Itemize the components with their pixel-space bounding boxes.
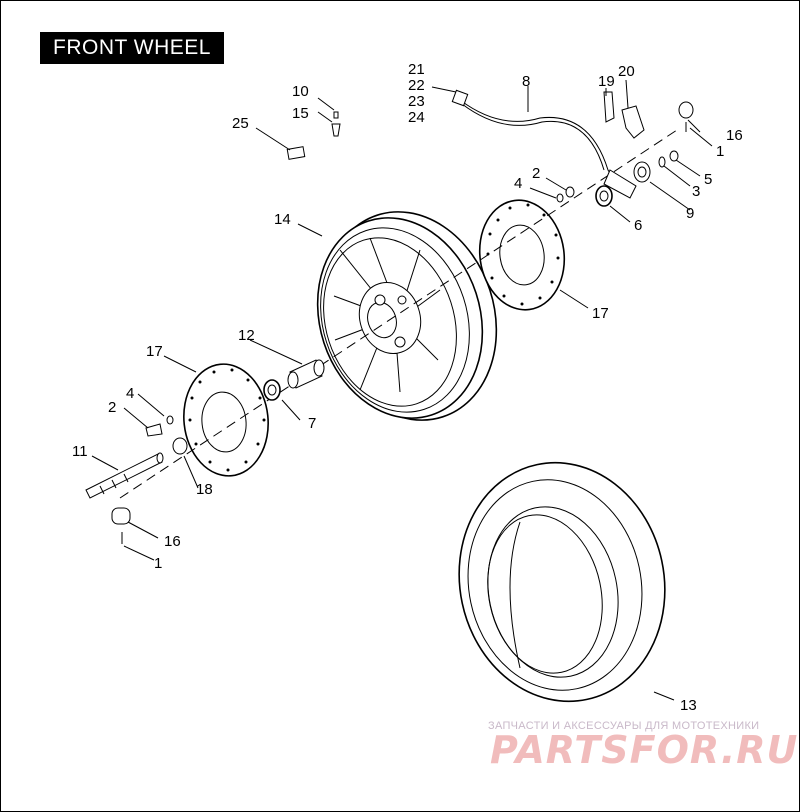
tire [458,461,666,703]
spacer [287,359,325,389]
callout-15: 15 [292,105,309,122]
diagram-title: FRONT WHEEL [40,32,224,64]
callout-7: 7 [308,415,316,432]
nut-5 [669,150,679,162]
callout-16-left: 16 [164,533,181,550]
callout-22: 22 [408,77,425,94]
callout-20: 20 [618,63,635,80]
axle [85,452,164,499]
callout-9: 9 [686,205,694,222]
callout-1-left: 1 [154,555,162,572]
callout-4-right: 4 [514,175,522,192]
callout-3: 3 [692,183,700,200]
callout-4-left: 4 [126,385,134,402]
callout-2-left: 2 [108,399,116,416]
hub-cap [172,437,188,455]
sensor-bracket [603,91,645,139]
callout-18: 18 [196,481,213,498]
leader-lines [91,79,713,701]
callout-19: 19 [598,73,615,90]
screw-left [145,415,174,437]
callout-17-right: 17 [592,305,609,322]
callout-11: 11 [72,443,88,460]
watermark-logo: PARTSFOR.RU [490,728,799,772]
callout-23: 23 [408,93,425,110]
callout-5: 5 [704,171,712,188]
watermark-tagline: ЗАПЧАСТИ И АКСЕССУАРЫ ДЛЯ МОТОТЕХНИКИ [488,720,760,732]
callout-13: 13 [680,697,697,714]
balance-weight [286,146,306,160]
washer-3 [658,156,666,168]
callout-14: 14 [274,211,291,228]
screw-right [556,186,575,203]
axle-cap-left [111,507,131,544]
callout-2-right: 2 [532,165,540,182]
callout-10: 10 [292,83,309,100]
callout-1-right: 1 [716,143,724,160]
wheel-rim [316,211,498,421]
callout-16-right: 16 [726,127,743,144]
speedo-drive [633,161,651,183]
brake-disc-left [183,363,269,477]
callout-21: 21 [408,61,425,78]
bearing-right [595,185,613,207]
bearing-left [263,379,281,401]
callout-25: 25 [232,115,249,132]
callout-17-left: 17 [146,343,163,360]
callout-6: 6 [634,217,642,234]
callout-12: 12 [238,327,255,344]
speed-sensor-cable [451,89,637,199]
callout-24: 24 [408,109,425,126]
callout-8: 8 [522,73,530,90]
valve-stem [331,111,341,137]
axle-cap-right [678,101,694,132]
